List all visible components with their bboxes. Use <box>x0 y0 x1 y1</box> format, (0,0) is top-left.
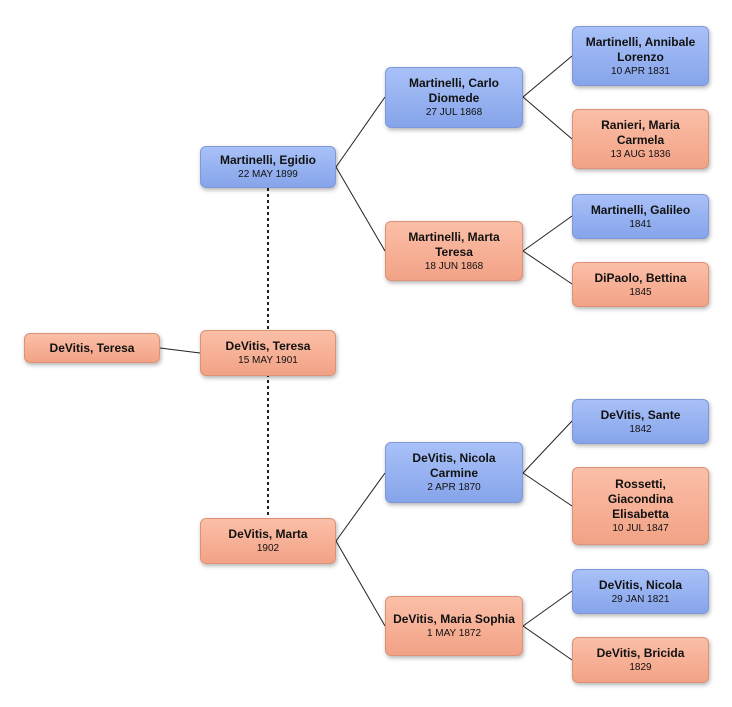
connector-gf1-ggf1 <box>522 55 573 98</box>
person-date: 10 APR 1831 <box>611 65 670 77</box>
person-name: Martinelli, Galileo <box>590 202 691 217</box>
person-name: Martinelli, Egidio <box>219 153 316 167</box>
person-date: 1902 <box>256 543 280 554</box>
person-name: DeVitis, Nicola Carmine <box>412 451 496 480</box>
person-card-maternal-grandmother[interactable]: DeVitis, Maria Sophia 1 MAY 1872 <box>385 596 523 656</box>
person-name: Martinelli, Carlo Diomede <box>408 76 500 105</box>
person-name: DeVitis, Bricida <box>596 646 685 660</box>
person-card-great-grandfather-2[interactable]: Martinelli, Galileo 1841 <box>572 194 709 239</box>
person-name: DeVitis, Teresa <box>225 339 311 353</box>
person-card-self[interactable]: DeVitis, Teresa 15 MAY 1901 <box>200 330 336 376</box>
person-card-root[interactable]: DeVitis, Teresa <box>24 333 160 363</box>
person-date: 15 MAY 1901 <box>238 355 298 366</box>
person-card-father[interactable]: Martinelli, Egidio 22 MAY 1899 <box>200 146 336 188</box>
person-card-paternal-grandmother[interactable]: Martinelli, Marta Teresa 18 JUN 1868 <box>385 221 523 281</box>
person-card-great-grandfather-4[interactable]: DeVitis, Nicola 29 JAN 1821 <box>572 569 709 614</box>
person-date: 1 MAY 1872 <box>426 628 482 639</box>
person-date: 2 APR 1870 <box>427 482 481 493</box>
connector-mother-gf <box>335 472 386 542</box>
person-date: 22 MAY 1899 <box>238 169 298 180</box>
person-date: 1845 <box>629 286 652 298</box>
person-name: DiPaolo, Bettina <box>594 270 687 285</box>
person-name: DeVitis, Sante <box>600 407 681 422</box>
person-card-great-grandmother-1[interactable]: Ranieri, Maria Carmela 13 AUG 1836 <box>572 109 709 169</box>
connector-root-self <box>159 347 201 354</box>
person-date: 1841 <box>629 218 652 230</box>
person-date: 29 JAN 1821 <box>611 593 670 605</box>
person-date: 27 JUL 1868 <box>425 107 483 118</box>
person-name: DeVitis, Nicola <box>598 577 683 592</box>
person-card-great-grandmother-3[interactable]: Rossetti, Giacondina Elisabetta 10 JUL 1… <box>572 467 709 545</box>
connector-gm2-ggf4 <box>522 590 573 627</box>
connector-gm1-ggm2 <box>522 250 573 285</box>
connector-gf1-ggm1 <box>522 96 573 140</box>
person-name: Martinelli, Annibale Lorenzo <box>585 34 696 64</box>
person-date: 18 JUN 1868 <box>424 260 484 272</box>
person-date: 1829 <box>629 662 652 673</box>
person-date: 10 JUL 1847 <box>612 523 669 534</box>
connector-gm1-ggf2 <box>522 215 573 252</box>
person-name: DeVitis, Teresa <box>49 340 135 355</box>
connector-gf2-ggf3 <box>522 420 573 474</box>
person-name: DeVitis, Marta <box>228 527 308 541</box>
person-card-great-grandmother-2[interactable]: DiPaolo, Bettina 1845 <box>572 262 709 307</box>
person-card-mother[interactable]: DeVitis, Marta 1902 <box>200 518 336 564</box>
person-date: 13 AUG 1836 <box>610 148 671 160</box>
connector-gf2-ggm3 <box>522 472 573 507</box>
person-date: 1842 <box>629 423 652 435</box>
person-card-paternal-grandfather[interactable]: Martinelli, Carlo Diomede 27 JUL 1868 <box>385 67 523 128</box>
person-card-great-grandmother-4[interactable]: DeVitis, Bricida 1829 <box>572 637 709 683</box>
connector-gm2-ggm4 <box>522 625 573 661</box>
person-card-maternal-grandfather[interactable]: DeVitis, Nicola Carmine 2 APR 1870 <box>385 442 523 503</box>
connector-father-gf <box>335 96 386 168</box>
person-card-great-grandfather-1[interactable]: Martinelli, Annibale Lorenzo 10 APR 1831 <box>572 26 709 86</box>
connector-mother-gm <box>335 540 386 627</box>
person-name: Martinelli, Marta Teresa <box>408 229 500 259</box>
person-name: Rossetti, Giacondina Elisabetta <box>607 477 674 521</box>
person-name: Ranieri, Maria Carmela <box>601 117 680 147</box>
person-card-great-grandfather-3[interactable]: DeVitis, Sante 1842 <box>572 399 709 444</box>
person-name: DeVitis, Maria Sophia <box>393 612 515 626</box>
connector-father-gm <box>335 166 386 252</box>
